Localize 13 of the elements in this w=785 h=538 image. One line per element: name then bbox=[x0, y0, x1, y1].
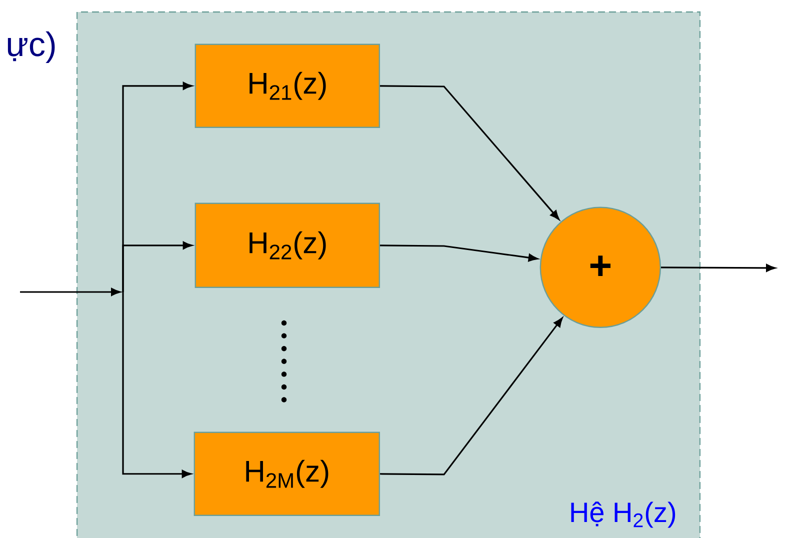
arrow bbox=[380, 244, 538, 262]
system-label: Hệ H$_{2}$(z) bbox=[571, 502, 676, 528]
output-arrow bbox=[661, 264, 776, 272]
branch-arrow bbox=[122, 241, 192, 292]
arrow bbox=[380, 85, 560, 220]
arrow bbox=[380, 318, 563, 476]
transfer-function-box: H$_{22}$(z) bbox=[194, 202, 380, 288]
branch-arrow bbox=[122, 292, 192, 478]
transfer-function-box: H$_{2M}$(z) bbox=[194, 432, 380, 516]
summing-junction: + bbox=[540, 206, 661, 328]
cut-off-heading: ực) bbox=[8, 31, 55, 64]
transfer-function-box: H$_{21}$(z) bbox=[194, 44, 380, 128]
input-arrow bbox=[20, 288, 120, 296]
